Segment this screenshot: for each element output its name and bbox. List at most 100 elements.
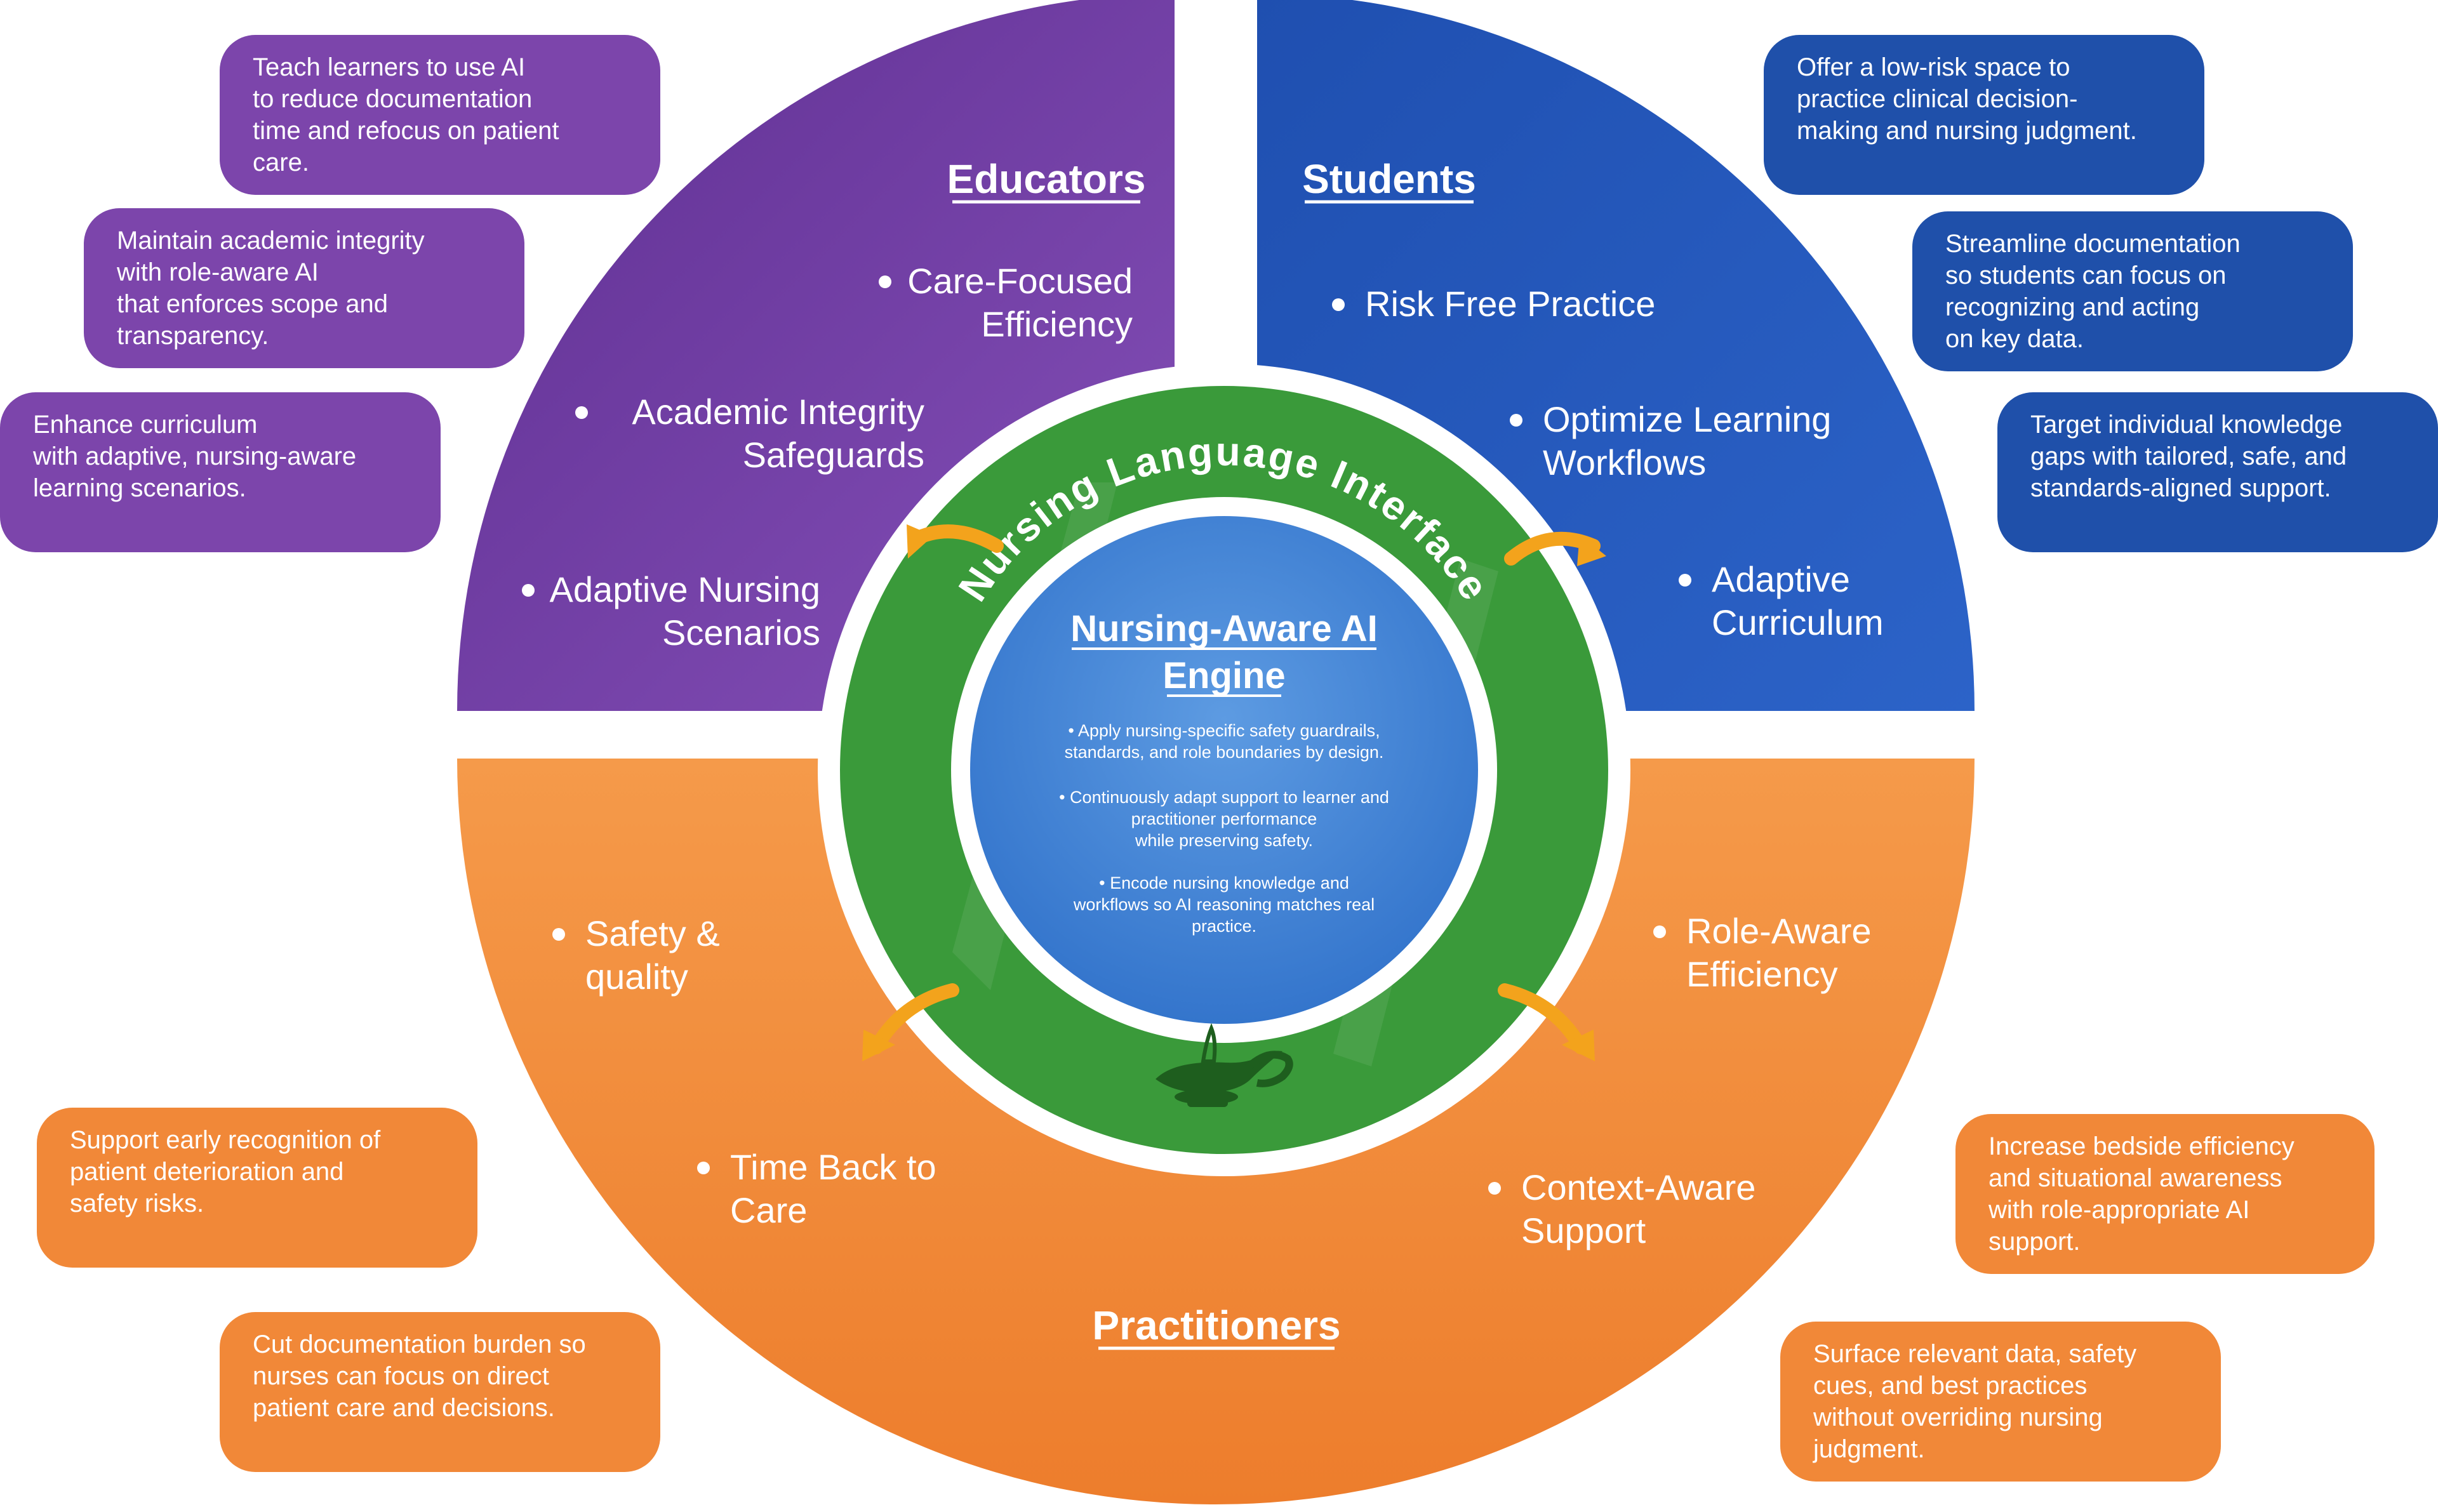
callout-line: with role-aware AI (117, 258, 319, 286)
students-bullet-line: Optimize Learning (1543, 399, 1831, 439)
callout-line: learning scenarios. (33, 474, 246, 502)
callout-line: Offer a low-risk space to (1797, 53, 2070, 81)
callout-line: Support early recognition of (70, 1126, 381, 1154)
practitioners-bullet-line: Safety & (585, 913, 720, 953)
arrow-icon (862, 983, 959, 1061)
students-bullet-line: Risk Free Practice (1365, 284, 1655, 324)
core-point-line: while preserving safety. (1135, 831, 1313, 850)
callout-line: and situational awareness (1988, 1164, 2282, 1192)
callout-line: patient deterioration and (70, 1158, 344, 1186)
callout-line: with adaptive, nursing-aware (33, 442, 357, 470)
educators-bullet-line: Efficiency (981, 304, 1133, 344)
core-points: • Apply nursing-specific safety guardrai… (1059, 721, 1389, 936)
callout-line: so students can focus on (1945, 262, 2227, 289)
practitioners-bullet-dot (1653, 925, 1666, 938)
core-title-line: Nursing-Aware AI (1070, 608, 1377, 649)
practitioners-title: Practitioners (1092, 1303, 1340, 1348)
arrow-icon (1504, 531, 1606, 566)
practitioners-bullet-line: Efficiency (1686, 954, 1838, 994)
practitioners-callout-1: Support early recognition of patient dete… (37, 1108, 477, 1268)
students-bullet-line: Adaptive (1712, 559, 1850, 599)
practitioners-bullet-item: Safety &quality (552, 913, 720, 997)
educators-bullet-line: Care-Focused (907, 261, 1133, 301)
callout-line: with role-appropriate AI (1988, 1196, 2250, 1224)
students-callout-3: Target individual knowledge gaps with tai… (1997, 392, 2438, 552)
callout-line: time and refocus on patient (253, 117, 559, 145)
practitioners-bullet-line: Support (1521, 1210, 1646, 1250)
practitioners-bullet-dot (1488, 1182, 1501, 1195)
educators-bullet-dot (879, 275, 891, 288)
practitioners-callout-3: Increase bedside efficiency and situation… (1955, 1114, 2375, 1274)
practitioners-callout-2: Cut documentation burden so nurses can fo… (220, 1312, 660, 1472)
students-callout-1: Offer a low-risk space to practice clinic… (1764, 35, 2204, 195)
educators-bullet-line: Safeguards (743, 435, 924, 475)
educators-bullet-line: Scenarios (662, 613, 820, 653)
callout-line: transparency. (117, 322, 269, 350)
callout-line: Teach learners to use AI (253, 53, 526, 81)
educators-callout-2: Maintain academic integrity with role-awa… (84, 208, 524, 368)
educators-callout-1: Teach learners to use AI to reduce docume… (220, 35, 660, 195)
educators-callout-3: Enhance curriculum with adaptive, nursing… (0, 392, 441, 552)
callout-line: Cut documentation burden so (253, 1330, 586, 1358)
callout-line: care. (253, 149, 309, 176)
core-point-line: • Encode nursing knowledge and (1099, 873, 1349, 892)
core-point-line: • Continuously adapt support to learner … (1059, 788, 1389, 807)
students-bullet-item: Risk Free Practice (1332, 284, 1655, 324)
students-title: Students (1302, 156, 1476, 202)
arrow-icon (907, 524, 1004, 559)
students-bullet-line: Workflows (1543, 442, 1706, 482)
callout-line: without overriding nursing (1813, 1403, 2103, 1431)
callout-line: to reduce documentation (253, 85, 533, 113)
callout-line: support. (1988, 1228, 2081, 1256)
students-bullet-dot (1679, 574, 1691, 587)
practitioners-bullet-line: Context-Aware (1521, 1167, 1755, 1207)
callout-line: Enhance curriculum (33, 411, 258, 439)
core-point-line: standards, and role boundaries by design… (1065, 743, 1384, 762)
callout-line: making and nursing judgment. (1797, 117, 2137, 145)
callout-line: Streamline documentation (1945, 230, 2241, 258)
educators-bullet-line: Academic Integrity (632, 392, 924, 432)
practitioners-bullet-dot (697, 1162, 710, 1174)
callout-line: nurses can focus on direct (253, 1362, 549, 1390)
core-point-line: practice. (1192, 917, 1256, 936)
callout-line: standards-aligned support. (2030, 474, 2331, 502)
practitioners-bullet-dot (552, 928, 565, 941)
callout-line: gaps with tailored, safe, and (2030, 442, 2347, 470)
practitioners-bullet-line: Time Back to (730, 1147, 936, 1187)
practitioners-bullet-line: Role-Aware (1686, 911, 1872, 951)
students-bullet-line: Curriculum (1712, 602, 1884, 642)
ai-engine-core (970, 516, 1478, 1024)
callout-line: Maintain academic integrity (117, 227, 425, 255)
callout-line: practice clinical decision- (1797, 85, 2078, 113)
educators-bullet-dot (575, 406, 588, 419)
core-point-line: practitioner performance (1131, 809, 1317, 828)
core-point-line: workflows so AI reasoning matches real (1073, 895, 1375, 914)
callout-line: cues, and best practices (1813, 1372, 2088, 1400)
callout-line: patient care and decisions. (253, 1394, 555, 1422)
callout-line: Surface relevant data, safety (1813, 1340, 2137, 1368)
students-callout-2: Streamline documentation so students can … (1912, 211, 2353, 371)
practitioners-bullet-line: Care (730, 1190, 807, 1230)
callout-line: Target individual knowledge (2030, 411, 2343, 439)
callout-line: on key data. (1945, 325, 2084, 353)
callout-line: judgment. (1813, 1435, 1925, 1463)
callout-line: that enforces scope and (117, 290, 388, 318)
practitioners-bullet-line: quality (585, 957, 688, 997)
students-bullet-dot (1332, 298, 1345, 311)
students-bullet-dot (1510, 414, 1522, 427)
arrow-icon (1498, 983, 1595, 1061)
callout-line: Increase bedside efficiency (1988, 1132, 2295, 1160)
practitioners-callout-4: Surface relevant data, safety cues, and b… (1780, 1322, 2221, 1482)
